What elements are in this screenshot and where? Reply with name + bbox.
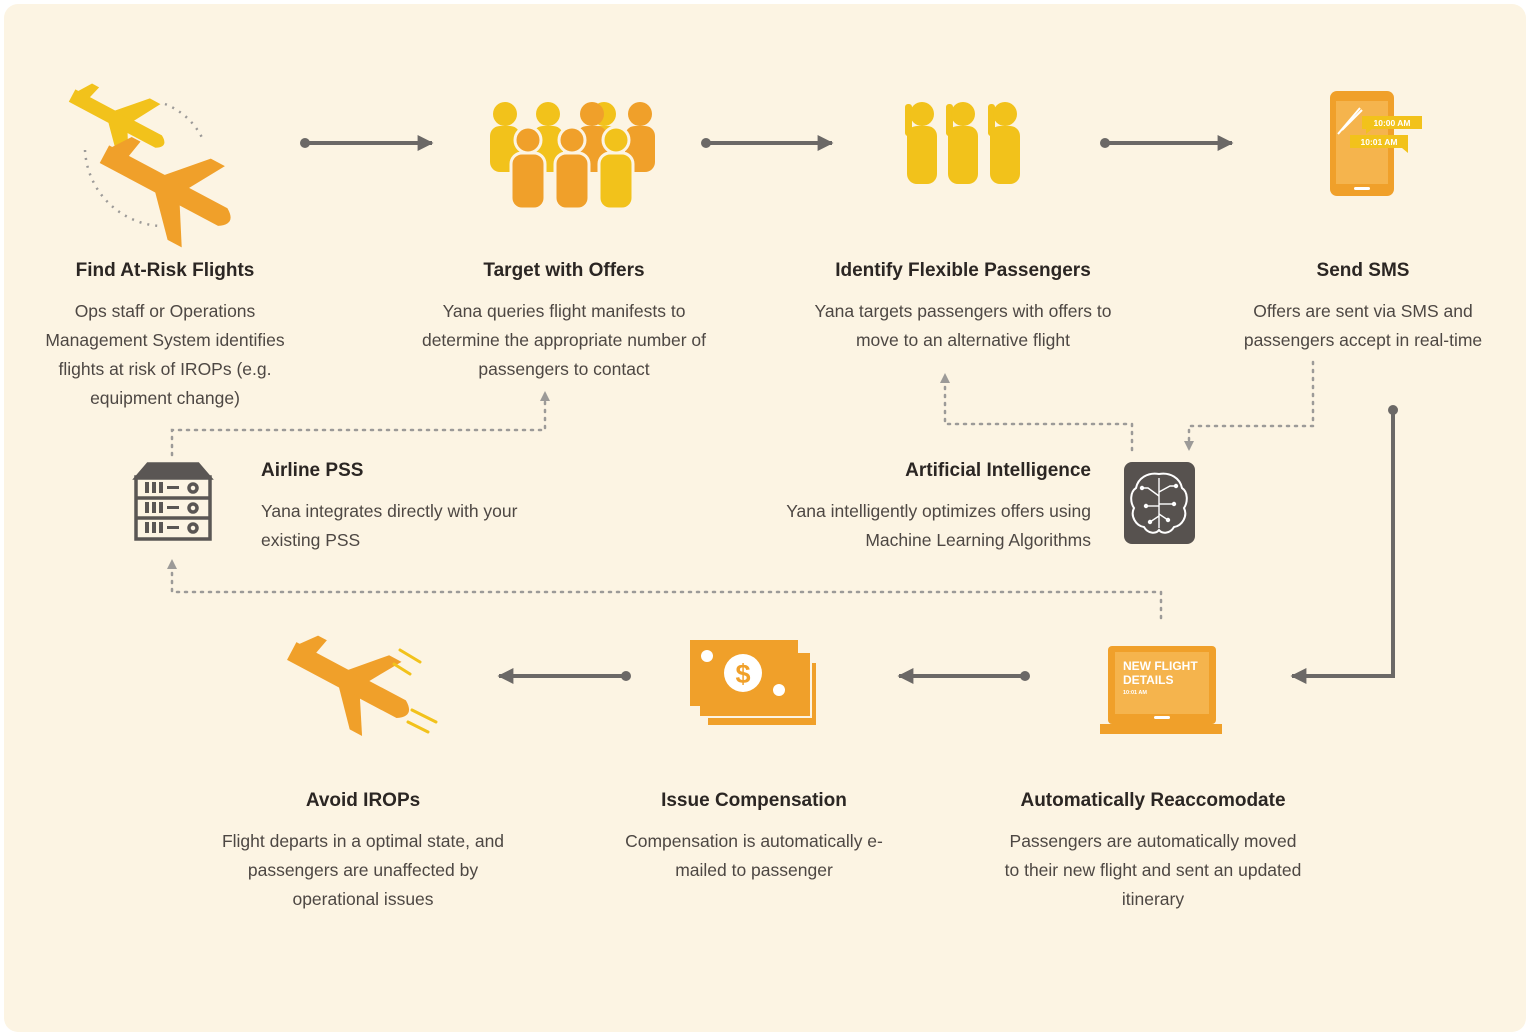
pss-description: Yana integrates directly with your exist… (261, 501, 518, 550)
departing-airplane-icon (287, 635, 438, 736)
step-description: Ops staff or Operations Management Syste… (45, 301, 285, 408)
arrow-compensation-to-avoid (497, 668, 631, 684)
step-automatically-reaccomodate: Automatically Reaccomodate Passengers ar… (1001, 789, 1305, 914)
arrow-find-to-target (300, 135, 434, 151)
laptop-screen-time: 10:01 AM (1123, 690, 1147, 696)
artificial-intelligence-block: Artificial Intelligence Yana intelligent… (785, 459, 1091, 555)
step-send-sms: Send SMS Offers are sent via SMS and pas… (1225, 259, 1501, 355)
arrow-sms-to-reaccommodate (1290, 405, 1398, 684)
ai-title: Artificial Intelligence (905, 460, 1091, 481)
step-identify-flexible-passengers: Identify Flexible Passengers Yana target… (803, 259, 1123, 355)
server-rack-icon (132, 462, 214, 541)
passenger-crowd-icon (490, 102, 655, 211)
laptop-screen-line-2: DETAILS (1123, 673, 1173, 687)
step-avoid-irops: Avoid IROPs Flight departs in a optimal … (212, 789, 514, 914)
dotted-ai-to-identify (940, 372, 1134, 452)
dotted-pss-to-target (170, 390, 550, 457)
sms-bubble-2-time: 10:01 AM (1360, 137, 1397, 147)
step-issue-compensation: Issue Compensation Compensation is autom… (612, 789, 896, 885)
dotted-sms-to-ai (1184, 360, 1315, 452)
step-title: Target with Offers (483, 260, 645, 281)
step-title: Find At-Risk Flights (75, 260, 255, 281)
laptop-flight-details-icon: NEW FLIGHT DETAILS 10:01 AM (1100, 646, 1222, 734)
ai-description: Yana intelligently optimizes offers usin… (786, 501, 1091, 550)
step-title: Automatically Reaccomodate (1020, 790, 1286, 811)
sms-bubble-1-time: 10:00 AM (1373, 118, 1410, 128)
cash-bills-icon: $ (690, 640, 818, 727)
step-description: Flight departs in a optimal state, and p… (221, 831, 505, 909)
step-title: Issue Compensation (661, 790, 847, 811)
step-target-with-offers: Target with Offers Yana queries flight m… (414, 259, 714, 384)
airline-pss-block: Airline PSS Yana integrates directly wit… (261, 459, 561, 555)
arrow-identify-to-sms (1100, 135, 1234, 151)
brain-circuit-icon (1124, 462, 1195, 544)
laptop-screen-line-1: NEW FLIGHT (1123, 659, 1198, 673)
flow-arrows (300, 135, 1398, 684)
dotted-connectors (167, 360, 1315, 620)
arrow-reaccommodate-to-compensation (897, 668, 1030, 684)
airplanes-cycle-icon (68, 83, 231, 248)
step-description: Offers are sent via SMS and passengers a… (1243, 301, 1483, 350)
raised-hand-passengers-icon (905, 102, 1020, 184)
diagram-panel (4, 4, 1526, 1032)
step-description: Yana targets passengers with offers to m… (814, 301, 1112, 350)
smartphone-sms-icon: 10:00 AM 10:01 AM (1330, 91, 1422, 196)
dotted-reaccommodate-to-pss (167, 558, 1163, 620)
step-description: Yana queries flight manifests to determi… (421, 301, 707, 379)
step-title: Send SMS (1316, 260, 1410, 281)
step-description: Passengers are automatically moved to th… (1004, 831, 1302, 909)
step-title: Identify Flexible Passengers (835, 260, 1091, 281)
arrow-target-to-identify (701, 135, 834, 151)
step-title: Avoid IROPs (305, 790, 421, 811)
pss-title: Airline PSS (261, 460, 364, 481)
step-description: Compensation is automatically e-mailed t… (625, 831, 883, 880)
step-find-at-risk-flights: Find At-Risk Flights Ops staff or Operat… (24, 259, 306, 413)
dollar-sign: $ (735, 659, 750, 689)
